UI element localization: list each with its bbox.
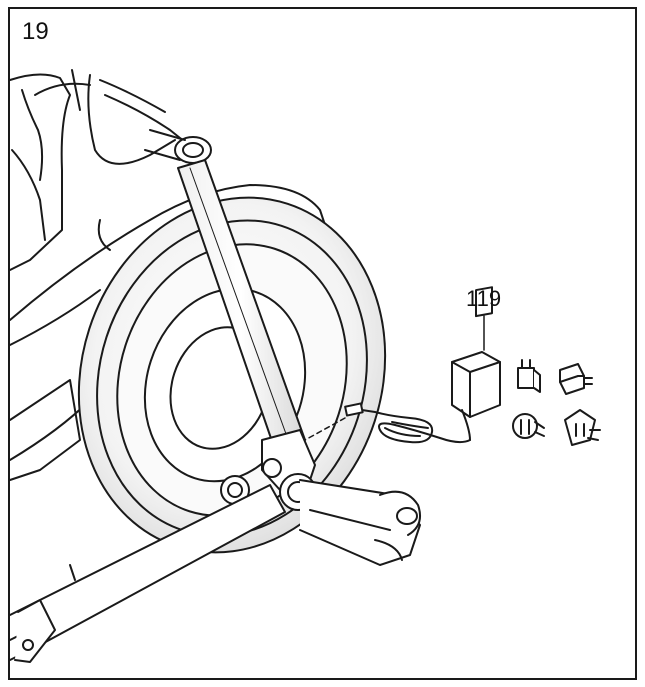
- lower-rail: [9, 484, 286, 663]
- adapter-cord: [344, 402, 471, 444]
- power-adapter: [451, 286, 501, 441]
- handlebar-pivot: [144, 129, 212, 164]
- step-number: 19: [22, 18, 49, 45]
- plug-type-uk: [564, 409, 601, 446]
- part-callout-119: 119: [466, 286, 502, 311]
- plug-adapters: [512, 359, 601, 446]
- plug-type-c: [559, 363, 593, 395]
- connection-dashed-line: [304, 417, 346, 441]
- plug-type-a: [517, 359, 541, 393]
- pedal-arm: [299, 479, 421, 566]
- diagram-border: [8, 7, 637, 680]
- plug-type-au: [512, 413, 545, 439]
